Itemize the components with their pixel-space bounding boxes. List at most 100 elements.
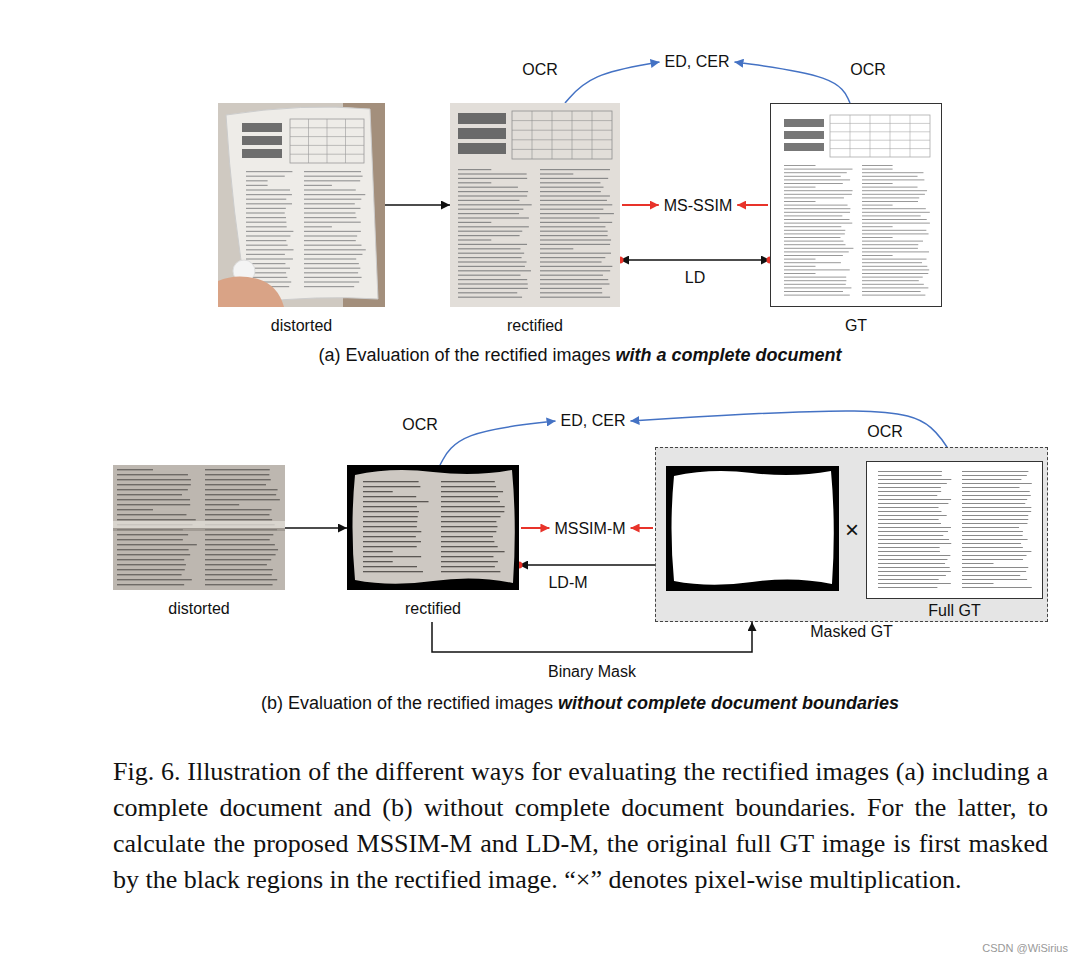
table-rule	[830, 123, 930, 124]
text-line	[862, 179, 924, 180]
text-line	[878, 539, 949, 540]
text-line	[246, 203, 292, 204]
text-line	[246, 235, 290, 236]
metric-label: MS-SSIM	[664, 196, 732, 216]
table-rule	[327, 119, 328, 163]
text-line	[441, 541, 494, 542]
text-line	[117, 544, 197, 545]
text-line	[304, 231, 361, 232]
text-line	[117, 494, 182, 495]
text-line	[962, 571, 1026, 572]
text-line	[458, 288, 528, 289]
text-line	[862, 223, 930, 224]
text-line	[363, 541, 421, 542]
text-line	[784, 266, 816, 267]
text-lines	[962, 471, 1032, 588]
hand	[218, 276, 284, 307]
document-image: GT	[770, 103, 942, 335]
text-line	[205, 539, 270, 540]
text-line	[878, 587, 937, 588]
text-line	[540, 222, 612, 223]
connector-arrow	[385, 204, 450, 206]
text-line	[246, 185, 268, 186]
text-line	[205, 504, 239, 505]
text-line	[784, 280, 846, 281]
text-line	[205, 574, 272, 575]
text-line	[878, 491, 941, 492]
text-line	[246, 194, 292, 195]
text-line	[878, 571, 951, 572]
text-line	[304, 245, 361, 246]
text-line	[540, 182, 600, 183]
text-line	[878, 543, 951, 544]
text-line	[458, 270, 531, 271]
text-line	[540, 253, 611, 254]
image-label: distorted	[113, 600, 285, 618]
text-lines	[441, 481, 505, 572]
text-line	[784, 179, 850, 180]
document-image: Full GT	[866, 461, 1043, 620]
text-line	[246, 231, 293, 232]
table-outline	[830, 115, 930, 157]
edge-label: OCR	[520, 61, 560, 79]
text-line	[458, 235, 520, 236]
text-line	[862, 255, 893, 256]
table-rule	[552, 111, 553, 159]
watermark: CSDN @WiSirius	[982, 941, 1068, 956]
figure-block	[784, 131, 824, 139]
text-line	[962, 563, 994, 564]
text-line	[878, 535, 943, 536]
text-line	[962, 539, 1028, 540]
image-label: rectified	[450, 317, 620, 335]
text-line	[246, 258, 293, 259]
text-line	[304, 176, 363, 177]
table-outline	[512, 111, 612, 159]
text-line	[205, 489, 278, 490]
text-line	[540, 195, 610, 196]
text-line	[117, 474, 188, 475]
text-line	[862, 244, 918, 245]
text-line	[304, 194, 365, 195]
text-line	[458, 279, 527, 280]
text-line	[304, 222, 361, 223]
text-line	[205, 584, 273, 585]
text-line	[441, 536, 493, 537]
text-line	[540, 213, 614, 214]
text-line	[784, 223, 852, 224]
text-line	[540, 244, 610, 245]
text-line	[784, 295, 850, 296]
text-line	[458, 222, 491, 223]
text-line	[962, 471, 1028, 472]
text-line	[878, 507, 939, 508]
text-line	[784, 251, 849, 252]
table-rule	[512, 149, 612, 150]
text-line	[246, 199, 286, 200]
table-rule	[345, 119, 346, 163]
text-line	[363, 566, 417, 567]
text-line	[205, 479, 271, 480]
text-line	[363, 511, 419, 512]
text-line	[962, 543, 1021, 544]
text-line	[304, 189, 356, 190]
table-rule	[830, 131, 930, 132]
text-lines	[304, 171, 366, 287]
text-line	[246, 180, 268, 181]
text-line	[458, 173, 527, 174]
text-line	[878, 495, 937, 496]
image-ground	[113, 465, 285, 590]
text-line	[458, 191, 528, 192]
table-rule	[890, 115, 891, 157]
rectified-paper	[353, 470, 515, 584]
connector-arrow	[285, 527, 347, 529]
text-line	[862, 219, 927, 220]
text-line	[304, 277, 362, 278]
text-line	[363, 491, 393, 492]
caption-part: without complete document boundaries	[558, 693, 899, 713]
text-line	[540, 226, 605, 227]
text-line	[878, 531, 948, 532]
text-line	[304, 254, 362, 255]
text-line	[205, 544, 275, 545]
text-line	[784, 287, 851, 288]
text-line	[304, 249, 366, 250]
text-line	[784, 248, 853, 249]
